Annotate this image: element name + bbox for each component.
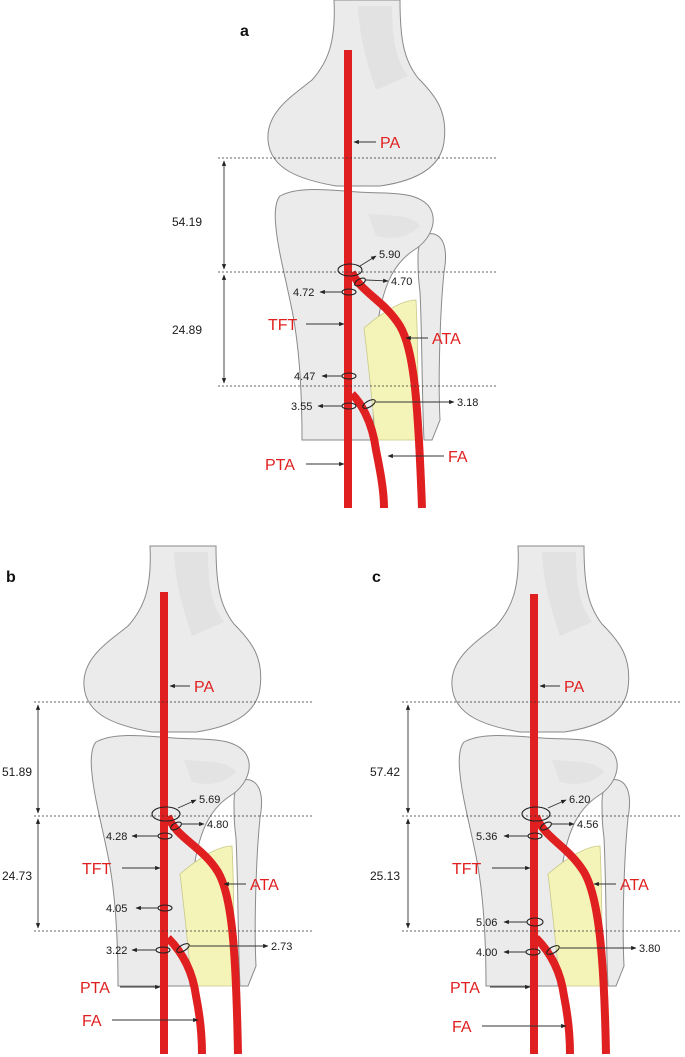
label-pa: PA [194, 679, 214, 696]
fa-diameter: 3.18 [457, 397, 478, 409]
label-pta: PTA [450, 980, 480, 997]
bifurcation-diameter: 5.69 [199, 794, 220, 806]
upper-distance-value: 57.42 [370, 765, 400, 779]
label-pa: PA [380, 135, 400, 152]
tft-lower-diameter: 4.05 [106, 903, 127, 915]
pta-diameter: 3.55 [291, 401, 312, 413]
fibular-artery [533, 935, 574, 1055]
lower-distance-value: 25.13 [370, 869, 400, 883]
pta-diameter: 4.00 [476, 947, 497, 959]
label-pta: PTA [80, 980, 110, 997]
ata-origin-diameter: 4.80 [207, 819, 228, 831]
panel-letter: b [6, 569, 16, 586]
lower-distance-value: 24.73 [2, 869, 32, 883]
fa-diameter: 2.73 [271, 941, 292, 953]
fa-ring [362, 399, 376, 409]
panel-letter: c [372, 569, 381, 586]
label-tft: TFT [268, 317, 298, 334]
panel-b: b 51.89 24.73 5.69 4.80 4.28 4.05 3.22 2… [2, 545, 314, 1055]
label-fa: FA [452, 1019, 472, 1036]
ata-origin-diameter: 4.70 [391, 276, 412, 288]
panel-c: c 57.42 25.13 6.20 4.56 5.36 5.06 4.00 3… [370, 545, 682, 1055]
bifurcation-diameter: 5.90 [379, 249, 400, 261]
fa-ring [546, 945, 560, 955]
ata-origin-ring [540, 821, 552, 831]
fibular-artery [349, 391, 388, 509]
bifurcation-ring [337, 263, 363, 277]
label-tft: TFT [452, 861, 482, 878]
tft-upper-diameter: 5.36 [476, 831, 497, 843]
anterior-tibial-artery [532, 814, 610, 1055]
label-ata: ATA [432, 331, 461, 348]
label-pta: PTA [265, 457, 295, 474]
fibular-artery [165, 935, 206, 1055]
label-pa: PA [564, 679, 584, 696]
tft-upper-diameter: 4.28 [106, 831, 127, 843]
ata-origin-ring [170, 821, 182, 831]
ata-origin-diameter: 4.56 [577, 819, 598, 831]
fa-diameter: 3.80 [639, 943, 660, 955]
tft-lower-diameter: 5.06 [476, 917, 497, 929]
label-ata: ATA [250, 877, 279, 894]
tft-lower-diameter: 4.47 [294, 371, 315, 383]
lower-distance-value: 24.89 [172, 323, 202, 337]
anterior-tibial-artery [348, 270, 426, 509]
anterior-tibial-artery [164, 814, 242, 1055]
tft-upper-diameter: 4.72 [293, 287, 314, 299]
label-fa: FA [82, 1013, 102, 1030]
ata-origin-ring [354, 277, 366, 287]
pta-diameter: 3.22 [106, 945, 127, 957]
panel-letter: a [240, 23, 249, 40]
bifurcation-diameter: 6.20 [569, 794, 590, 806]
bifurcation-ring [521, 806, 551, 822]
label-ata: ATA [620, 877, 649, 894]
label-tft: TFT [82, 861, 112, 878]
label-fa: FA [448, 449, 468, 466]
bifurcation-ring [151, 806, 181, 822]
panel-a: a 54.19 24.89 5.90 4.70 4.72 4.47 [172, 0, 498, 509]
upper-distance-value: 54.19 [172, 215, 202, 229]
fa-ring [176, 943, 190, 953]
upper-distance-value: 51.89 [2, 765, 32, 779]
